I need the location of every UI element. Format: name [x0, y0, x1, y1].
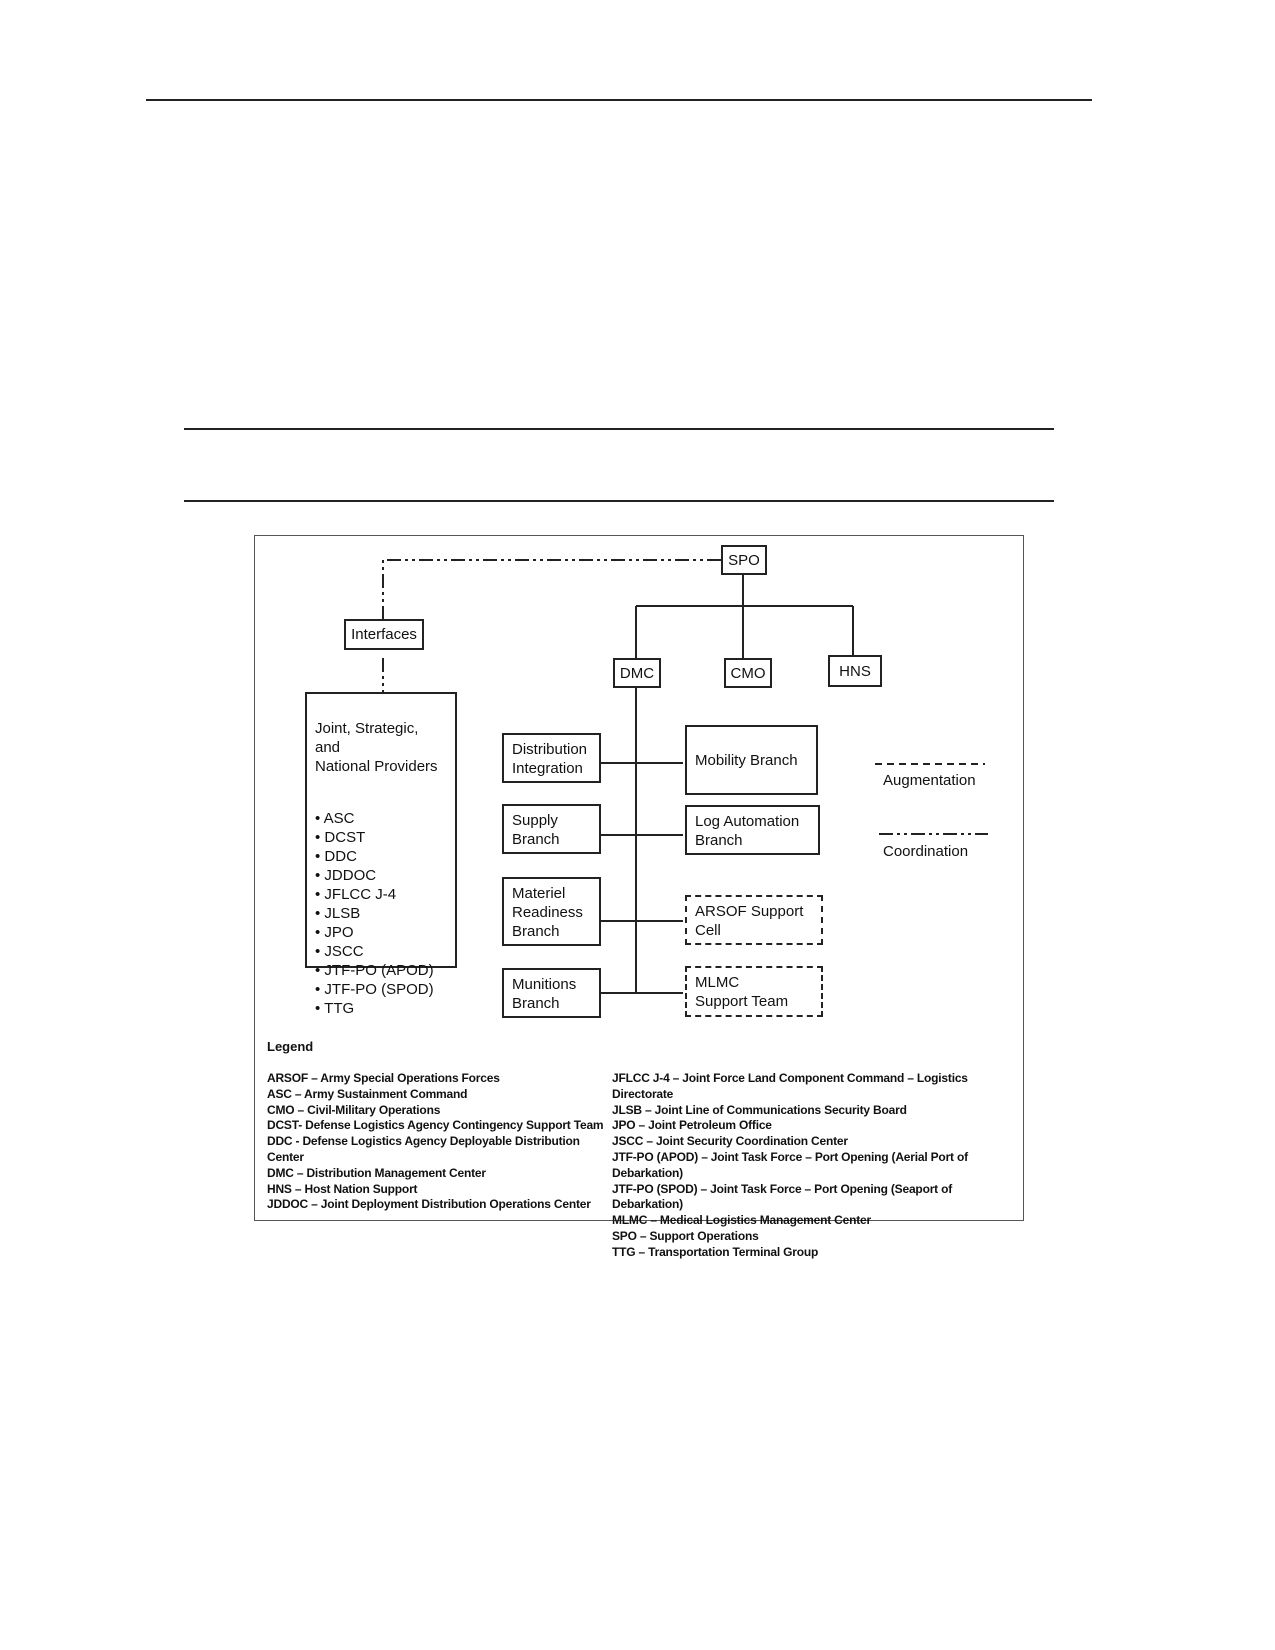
legend-entry: TTG – Transportation Terminal Group — [612, 1244, 819, 1259]
legend-entry: JTF-PO (APOD) – Joint Task Force – Port … — [612, 1149, 968, 1180]
provider-item: JDDOC — [315, 866, 447, 885]
legend-entry: JLSB – Joint Line of Communications Secu… — [612, 1102, 907, 1117]
legend-entry: DCST- Defense Logistics Agency Contingen… — [267, 1118, 604, 1133]
legend-right-column: JFLCC J-4 – Joint Force Land Component C… — [612, 1071, 1017, 1261]
header-rule — [146, 99, 1092, 101]
figure-caption-top-rule — [184, 428, 1054, 430]
mobility-branch-box: Mobility Branch — [685, 725, 818, 795]
legend-entry: JPO – Joint Petroleum Office — [612, 1118, 772, 1133]
legend-entry: JTF-PO (SPOD) – Joint Task Force – Port … — [612, 1181, 953, 1212]
interfaces-box: Interfaces — [344, 619, 424, 650]
mlmc-support-team-box: MLMC Support Team — [685, 966, 823, 1017]
augmentation-key-label: Augmentation — [883, 772, 976, 789]
provider-item: JFLCC J-4 — [315, 885, 447, 904]
dmc-box: DMC — [613, 658, 661, 688]
legend-entry: CMO – Civil-Military Operations — [267, 1102, 441, 1117]
log-automation-branch-box: Log Automation Branch — [685, 805, 820, 855]
legend-title: Legend — [267, 1039, 314, 1054]
provider-item: TTG — [315, 999, 447, 1018]
coordination-link-spo-interfaces — [382, 559, 721, 619]
providers-heading: Joint, Strategic, and National Providers — [315, 720, 438, 775]
legend-entry: ASC – Army Sustainment Command — [267, 1086, 468, 1101]
supply-branch-box: Supply Branch — [502, 804, 601, 854]
provider-item: DDC — [315, 847, 447, 866]
legend-entry: SPO – Support Operations — [612, 1228, 759, 1243]
spo-box: SPO — [721, 545, 767, 575]
cmo-box: CMO — [724, 658, 772, 688]
provider-item: JLSB — [315, 904, 447, 923]
provider-item: ASC — [315, 809, 447, 828]
legend-entry: DMC – Distribution Management Center — [267, 1165, 486, 1180]
provider-item: JPO — [315, 923, 447, 942]
legend-entry: JSCC – Joint Security Coordination Cente… — [612, 1134, 848, 1149]
org-chart-figure: SPO Interfaces Joint, Strategic, and Nat… — [254, 535, 1024, 1259]
distribution-integration-box: Distribution Integration — [502, 733, 601, 783]
arsof-support-cell-box: ARSOF Support Cell — [685, 895, 823, 945]
providers-box: Joint, Strategic, and National Providers… — [305, 692, 457, 1017]
provider-item: JTF-PO (SPOD) — [315, 980, 447, 999]
legend-entry: JDDOC – Joint Deployment Distribution Op… — [267, 1197, 591, 1212]
materiel-readiness-branch-box: Materiel Readiness Branch — [502, 877, 601, 946]
munitions-branch-box: Munitions Branch — [502, 968, 601, 1018]
legend-entry: HNS – Host Nation Support — [267, 1181, 418, 1196]
figure-caption-bottom-rule — [184, 500, 1054, 502]
legend-entry: MLMC – Medical Logistics Management Cent… — [612, 1213, 871, 1228]
legend-entry: ARSOF – Army Special Operations Forces — [267, 1071, 500, 1085]
provider-item: JTF-PO (APOD) — [315, 961, 447, 980]
provider-item: DCST — [315, 828, 447, 847]
legend-entry: DDC - Defense Logistics Agency Deployabl… — [267, 1134, 580, 1164]
coordination-key-label: Coordination — [883, 843, 969, 860]
provider-item: JSCC — [315, 942, 447, 961]
providers-list: ASCDCSTDDCJDDOCJFLCC J-4JLSBJPOJSCCJTF-P… — [315, 809, 447, 1018]
legend-entry: JFLCC J-4 – Joint Force Land Component C… — [612, 1071, 968, 1101]
hns-box: HNS — [828, 655, 882, 687]
connector-lines — [382, 559, 988, 994]
